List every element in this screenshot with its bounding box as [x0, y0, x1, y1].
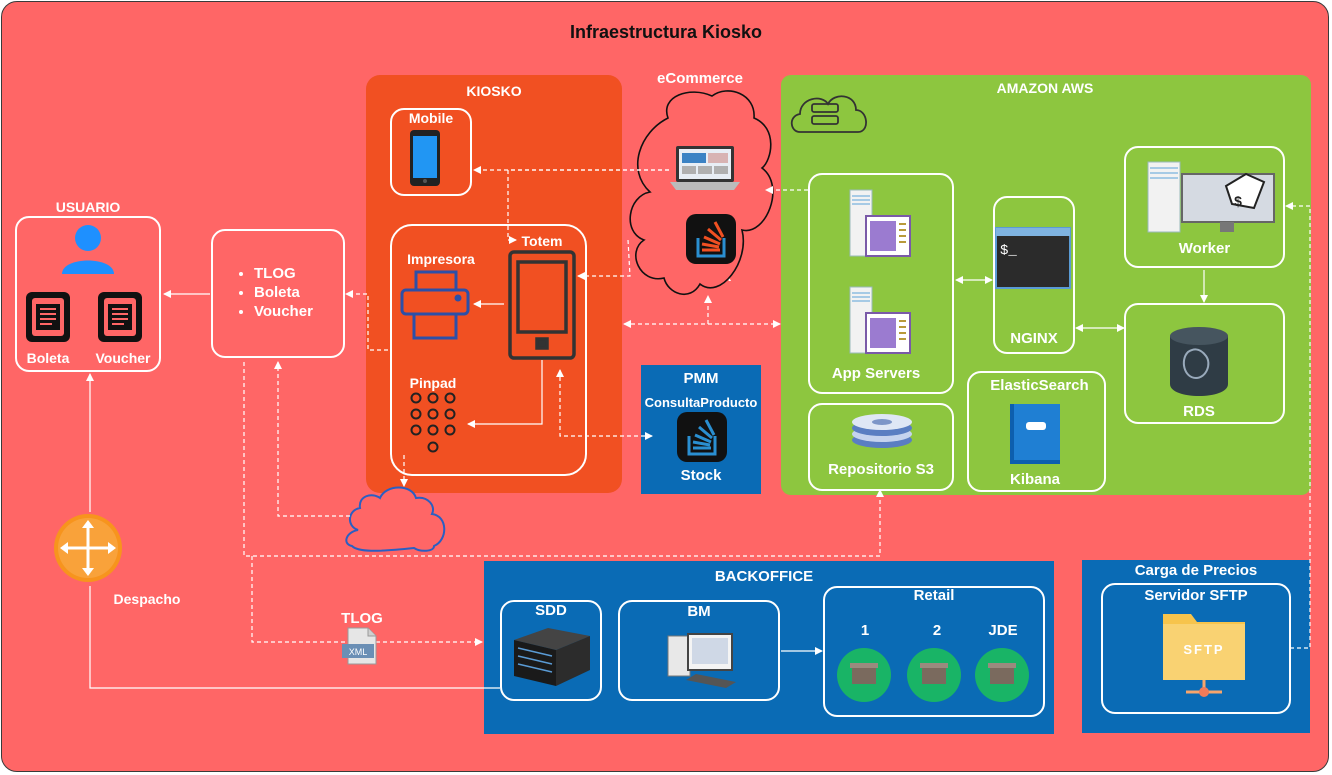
impresora-label: Impresora	[407, 251, 475, 267]
ecommerce-stock-label: Stock	[692, 268, 732, 284]
retail-box[interactable]	[823, 586, 1045, 717]
pinpad-label: Pinpad	[409, 375, 457, 391]
retail-label: Retail	[913, 587, 955, 604]
sdd-label: SDD	[535, 602, 567, 619]
usuario-box[interactable]	[15, 216, 161, 372]
docs-box[interactable]	[211, 229, 345, 358]
tlog-file-label: TLOG	[341, 610, 383, 627]
bm-box[interactable]	[618, 600, 780, 701]
precios-label: Carga de Precios	[1134, 562, 1258, 579]
totem-label: Totem	[521, 233, 563, 249]
mobile-box[interactable]	[390, 108, 472, 196]
boleta-label: Boleta	[26, 350, 70, 366]
retail-item-1: 1	[860, 622, 870, 639]
elastic-label: ElasticSearch	[990, 377, 1089, 394]
diagram-title: Infraestructura Kiosko	[569, 22, 763, 42]
nginx-box[interactable]	[993, 196, 1075, 354]
pmm-sub-label: ConsultaProducto	[644, 395, 758, 410]
nginx-label: NGINX	[1010, 330, 1058, 347]
elastic-box[interactable]	[967, 371, 1106, 492]
kibana-label: Kibana	[1009, 471, 1060, 488]
retail-item-jde: JDE	[988, 622, 1018, 639]
despacho-label: Despacho	[113, 591, 181, 607]
mobile-label: Mobile	[408, 110, 454, 126]
retail-item-2: 2	[932, 622, 942, 639]
app-servers-box[interactable]	[808, 173, 954, 394]
transbank-line2: ABCVISA	[364, 530, 432, 547]
usuario-label: USUARIO	[55, 199, 121, 215]
repositorio-label: Repositorio S3	[828, 461, 934, 478]
backoffice-label: BACKOFFICE	[714, 568, 814, 585]
pmm-stock-label: Stock	[680, 467, 722, 484]
bm-label: BM	[687, 603, 711, 620]
aws-label: AMAZON AWS	[996, 80, 1094, 96]
worker-label: Worker	[1178, 240, 1231, 257]
docs-item: Voucher	[254, 302, 313, 321]
voucher-label: Voucher	[95, 350, 151, 366]
transbank-line1: Transbank	[360, 511, 436, 528]
ecommerce-label: eCommerce	[657, 70, 743, 87]
docs-item: Boleta	[254, 283, 313, 302]
kiosko-label: KIOSKO	[466, 83, 522, 99]
rds-box[interactable]	[1124, 303, 1285, 424]
rds-label: RDS	[1183, 403, 1215, 420]
app-servers-label: App Servers	[831, 365, 921, 382]
catalogo-label: Catalogo	[672, 124, 738, 141]
worker-box[interactable]	[1124, 146, 1285, 268]
docs-list: TLOG Boleta Voucher	[236, 264, 313, 321]
pmm-label: PMM	[683, 370, 719, 387]
sdd-box[interactable]	[500, 600, 602, 701]
docs-item: TLOG	[254, 264, 313, 283]
sftp-server-label: Servidor SFTP	[1144, 587, 1248, 604]
